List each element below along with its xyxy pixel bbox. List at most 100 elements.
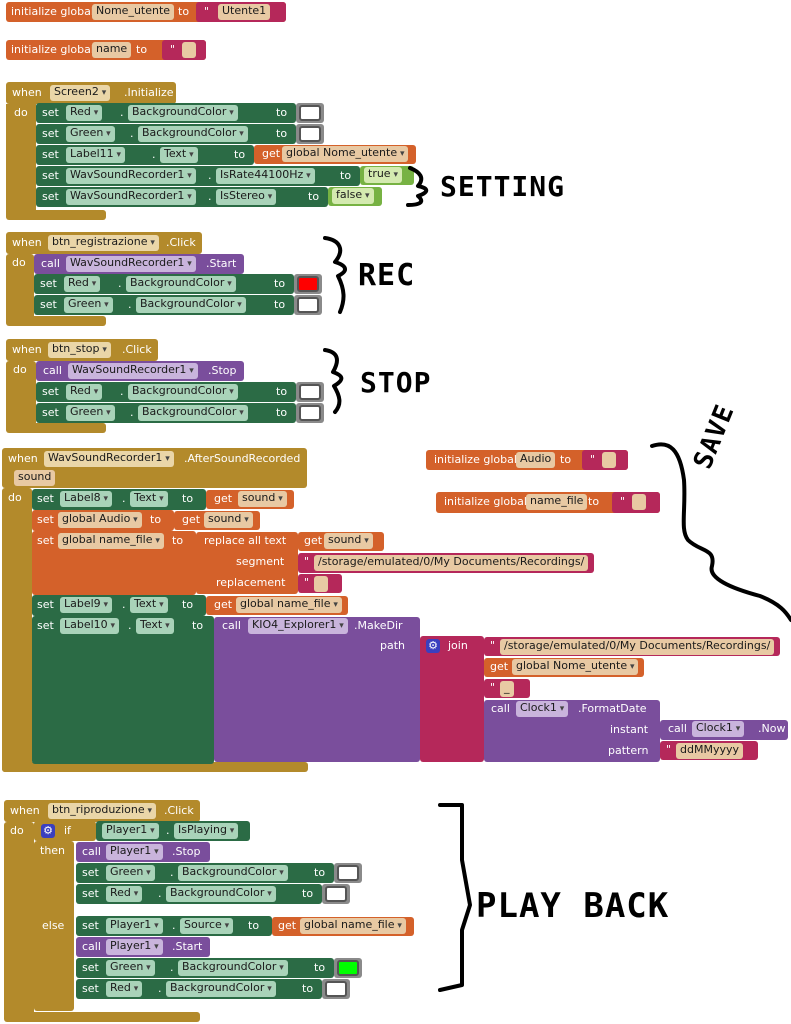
property-dropdown[interactable]: Text	[130, 597, 168, 613]
component-dropdown[interactable]: btn_stop	[48, 342, 111, 358]
property-dropdown[interactable]: BackgroundColor	[128, 105, 238, 121]
property-dropdown[interactable]: Text	[136, 618, 174, 634]
call-wavsoundrecorder-stop[interactable]: call WavSoundRecorder1 .Stop	[36, 361, 244, 381]
color-block[interactable]	[322, 979, 350, 999]
property-dropdown[interactable]: Text	[130, 491, 168, 507]
set-label10-text[interactable]: set Label10 . Text to	[32, 616, 214, 764]
boolean-block[interactable]: false	[328, 187, 382, 206]
text-value-field[interactable]	[602, 452, 616, 468]
color-swatch[interactable]	[299, 126, 321, 142]
set-label8-text[interactable]: set Label8 . Text to	[32, 489, 206, 510]
set-global-name-file[interactable]: set global name_file to	[32, 531, 196, 595]
component-dropdown[interactable]: Label11	[66, 147, 126, 163]
event-btn-riproduzione-click[interactable]: when btn_riproduzione .Click	[4, 800, 200, 822]
get-global-nome-utente-block[interactable]: get global Nome_utente	[484, 658, 644, 677]
call-player1-stop[interactable]: call Player1 .Stop	[76, 842, 210, 862]
color-swatch[interactable]	[297, 297, 319, 313]
color-swatch[interactable]	[325, 981, 347, 997]
text-block[interactable]: " Utente1	[196, 2, 286, 22]
get-sound-block[interactable]: get sound	[298, 532, 384, 551]
event-wavsoundrecorder-aftersoundrecorded[interactable]: when WavSoundRecorder1 .AfterSoundRecord…	[2, 448, 307, 488]
color-swatch[interactable]	[299, 405, 321, 421]
variable-dropdown[interactable]: sound	[324, 533, 373, 549]
variable-dropdown[interactable]: sound	[238, 491, 287, 507]
init-global-audio-block[interactable]: initialize global Audio to "	[426, 450, 628, 470]
set-player1-source[interactable]: set Player1 . Source to	[76, 916, 272, 936]
variable-dropdown[interactable]: global name_file	[300, 918, 406, 934]
event-screen2-initialize[interactable]: when Screen2 .Initialize	[6, 82, 176, 104]
get-player1-isplaying[interactable]: Player1 . IsPlaying	[96, 821, 250, 841]
component-dropdown[interactable]: Player1	[106, 844, 163, 860]
component-dropdown[interactable]: Label8	[60, 491, 113, 507]
component-dropdown[interactable]: Green	[106, 960, 155, 976]
init-global-name-block[interactable]: initialize global name to "	[6, 40, 206, 60]
variable-dropdown[interactable]: global Nome_utente	[512, 659, 639, 675]
component-dropdown[interactable]: Red	[66, 384, 103, 400]
component-dropdown[interactable]: Clock1	[692, 721, 745, 737]
property-dropdown[interactable]: BackgroundColor	[166, 981, 276, 997]
variable-dropdown[interactable]: global name_file	[236, 597, 342, 613]
init-global-nome-utente-block[interactable]: initialize global Nome_utente to " Utent…	[6, 2, 286, 22]
call-player1-start[interactable]: call Player1 .Start	[76, 937, 210, 957]
color-swatch[interactable]	[337, 865, 359, 881]
component-dropdown[interactable]: Red	[66, 105, 103, 121]
text-value-field[interactable]: /storage/emulated/0/My Documents/Recordi…	[500, 639, 775, 655]
color-swatch[interactable]	[299, 105, 321, 121]
component-dropdown[interactable]: Green	[66, 405, 115, 421]
text-value-field[interactable]: ddMMyyyy	[676, 743, 743, 759]
text-block[interactable]: "	[612, 492, 660, 513]
event-btn-stop-click[interactable]: when btn_stop .Click	[6, 339, 158, 361]
if-block[interactable]: ⚙ if	[34, 821, 96, 841]
component-dropdown[interactable]: btn_registrazione	[48, 235, 159, 251]
component-dropdown[interactable]: WavSoundRecorder1	[66, 168, 196, 184]
text-segment-block[interactable]: " /storage/emulated/0/My Documents/Recor…	[298, 553, 594, 573]
color-swatch[interactable]	[297, 276, 319, 292]
property-dropdown[interactable]: IsPlaying	[174, 823, 239, 839]
call-wavsoundrecorder-start[interactable]: call WavSoundRecorder1 .Start	[34, 254, 244, 274]
get-sound-block[interactable]: get sound	[206, 490, 294, 509]
boolean-dropdown[interactable]: true	[364, 167, 402, 183]
color-block[interactable]	[334, 958, 362, 978]
component-dropdown[interactable]: btn_riproduzione	[48, 803, 156, 819]
text-value-field[interactable]	[632, 494, 646, 510]
text-value-field[interactable]: _	[500, 681, 514, 697]
set-label9-text[interactable]: set Label9 . Text to	[32, 595, 206, 616]
component-dropdown[interactable]: Red	[64, 276, 101, 292]
text-value-field[interactable]	[314, 576, 328, 592]
component-dropdown[interactable]: Green	[106, 865, 155, 881]
call-kio4-explorer-makedir[interactable]: call KIO4_Explorer1 .MakeDir path	[214, 617, 420, 762]
event-parameter[interactable]: sound	[14, 470, 56, 486]
event-btn-registrazione-click[interactable]: when btn_registrazione .Click	[6, 232, 202, 254]
property-dropdown[interactable]: Text	[160, 147, 198, 163]
color-swatch[interactable]	[337, 960, 359, 976]
color-block[interactable]	[322, 884, 350, 904]
component-dropdown[interactable]: Red	[106, 886, 143, 902]
property-dropdown[interactable]: BackgroundColor	[178, 865, 288, 881]
color-block[interactable]	[296, 124, 324, 144]
component-dropdown[interactable]: Label10	[60, 618, 120, 634]
property-dropdown[interactable]: Source	[180, 918, 234, 934]
set-global-audio[interactable]: set global Audio to	[32, 510, 174, 531]
component-dropdown[interactable]: Label9	[60, 597, 113, 613]
text-value-field[interactable]: /storage/emulated/0/My Documents/Recordi…	[314, 555, 589, 571]
component-dropdown[interactable]: Green	[64, 297, 113, 313]
property-dropdown[interactable]: BackgroundColor	[136, 297, 246, 313]
text-block[interactable]: "	[162, 40, 206, 60]
component-dropdown[interactable]: KIO4_Explorer1	[248, 618, 348, 634]
property-dropdown[interactable]: BackgroundColor	[138, 405, 248, 421]
color-block[interactable]	[296, 382, 324, 402]
component-dropdown[interactable]: WavSoundRecorder1	[68, 363, 198, 379]
component-dropdown[interactable]: WavSoundRecorder1	[66, 189, 196, 205]
text-replacement-block[interactable]: "	[298, 574, 342, 593]
property-dropdown[interactable]: BackgroundColor	[138, 126, 248, 142]
